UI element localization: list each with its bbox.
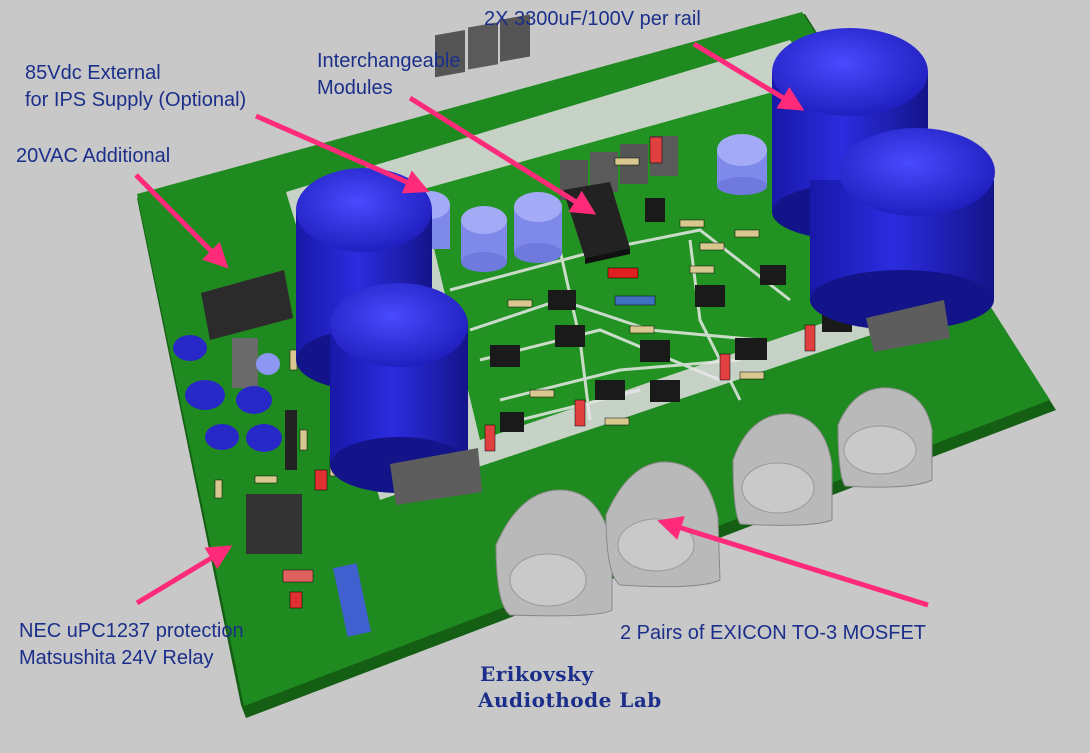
protection-label-line2: Matsushita 24V Relay — [19, 647, 214, 669]
mosfet-to3-icon — [495, 489, 613, 617]
vac-additional-label: 20VAC Additional — [16, 145, 171, 167]
ic-chip-icon — [285, 410, 297, 470]
mosfet-to3-icon — [732, 413, 833, 526]
ic-chip-icon — [332, 563, 372, 637]
relay-icon — [201, 270, 293, 340]
relay-icon — [246, 494, 302, 554]
ext-supply-label-line1: 85Vdc External — [25, 62, 161, 84]
mosfet-to3-icon — [837, 387, 933, 488]
credit-line1: Erikovsky — [480, 662, 594, 686]
ic-chip-icon — [232, 338, 258, 388]
protection-label-line1: NEC uPC1237 protection — [19, 620, 244, 642]
caps-rail-label: 2X 3300uF/100V per rail — [484, 8, 701, 30]
mosfet-label: 2 Pairs of EXICON TO-3 MOSFET — [620, 622, 926, 644]
arrow-icon — [134, 41, 929, 608]
capacitor-icon — [173, 335, 282, 452]
capacitor-icon — [810, 128, 995, 330]
driver-transistor-row — [435, 14, 678, 200]
credit-line2: Audiothode Lab — [478, 688, 662, 712]
relay-icon — [390, 448, 482, 505]
ext-supply-label-line2: for IPS Supply (Optional) — [25, 89, 247, 111]
modules-label-line2: Modules — [317, 77, 393, 99]
relay-icon — [866, 300, 950, 352]
modules-label-line1: Interchangeable — [317, 50, 461, 72]
